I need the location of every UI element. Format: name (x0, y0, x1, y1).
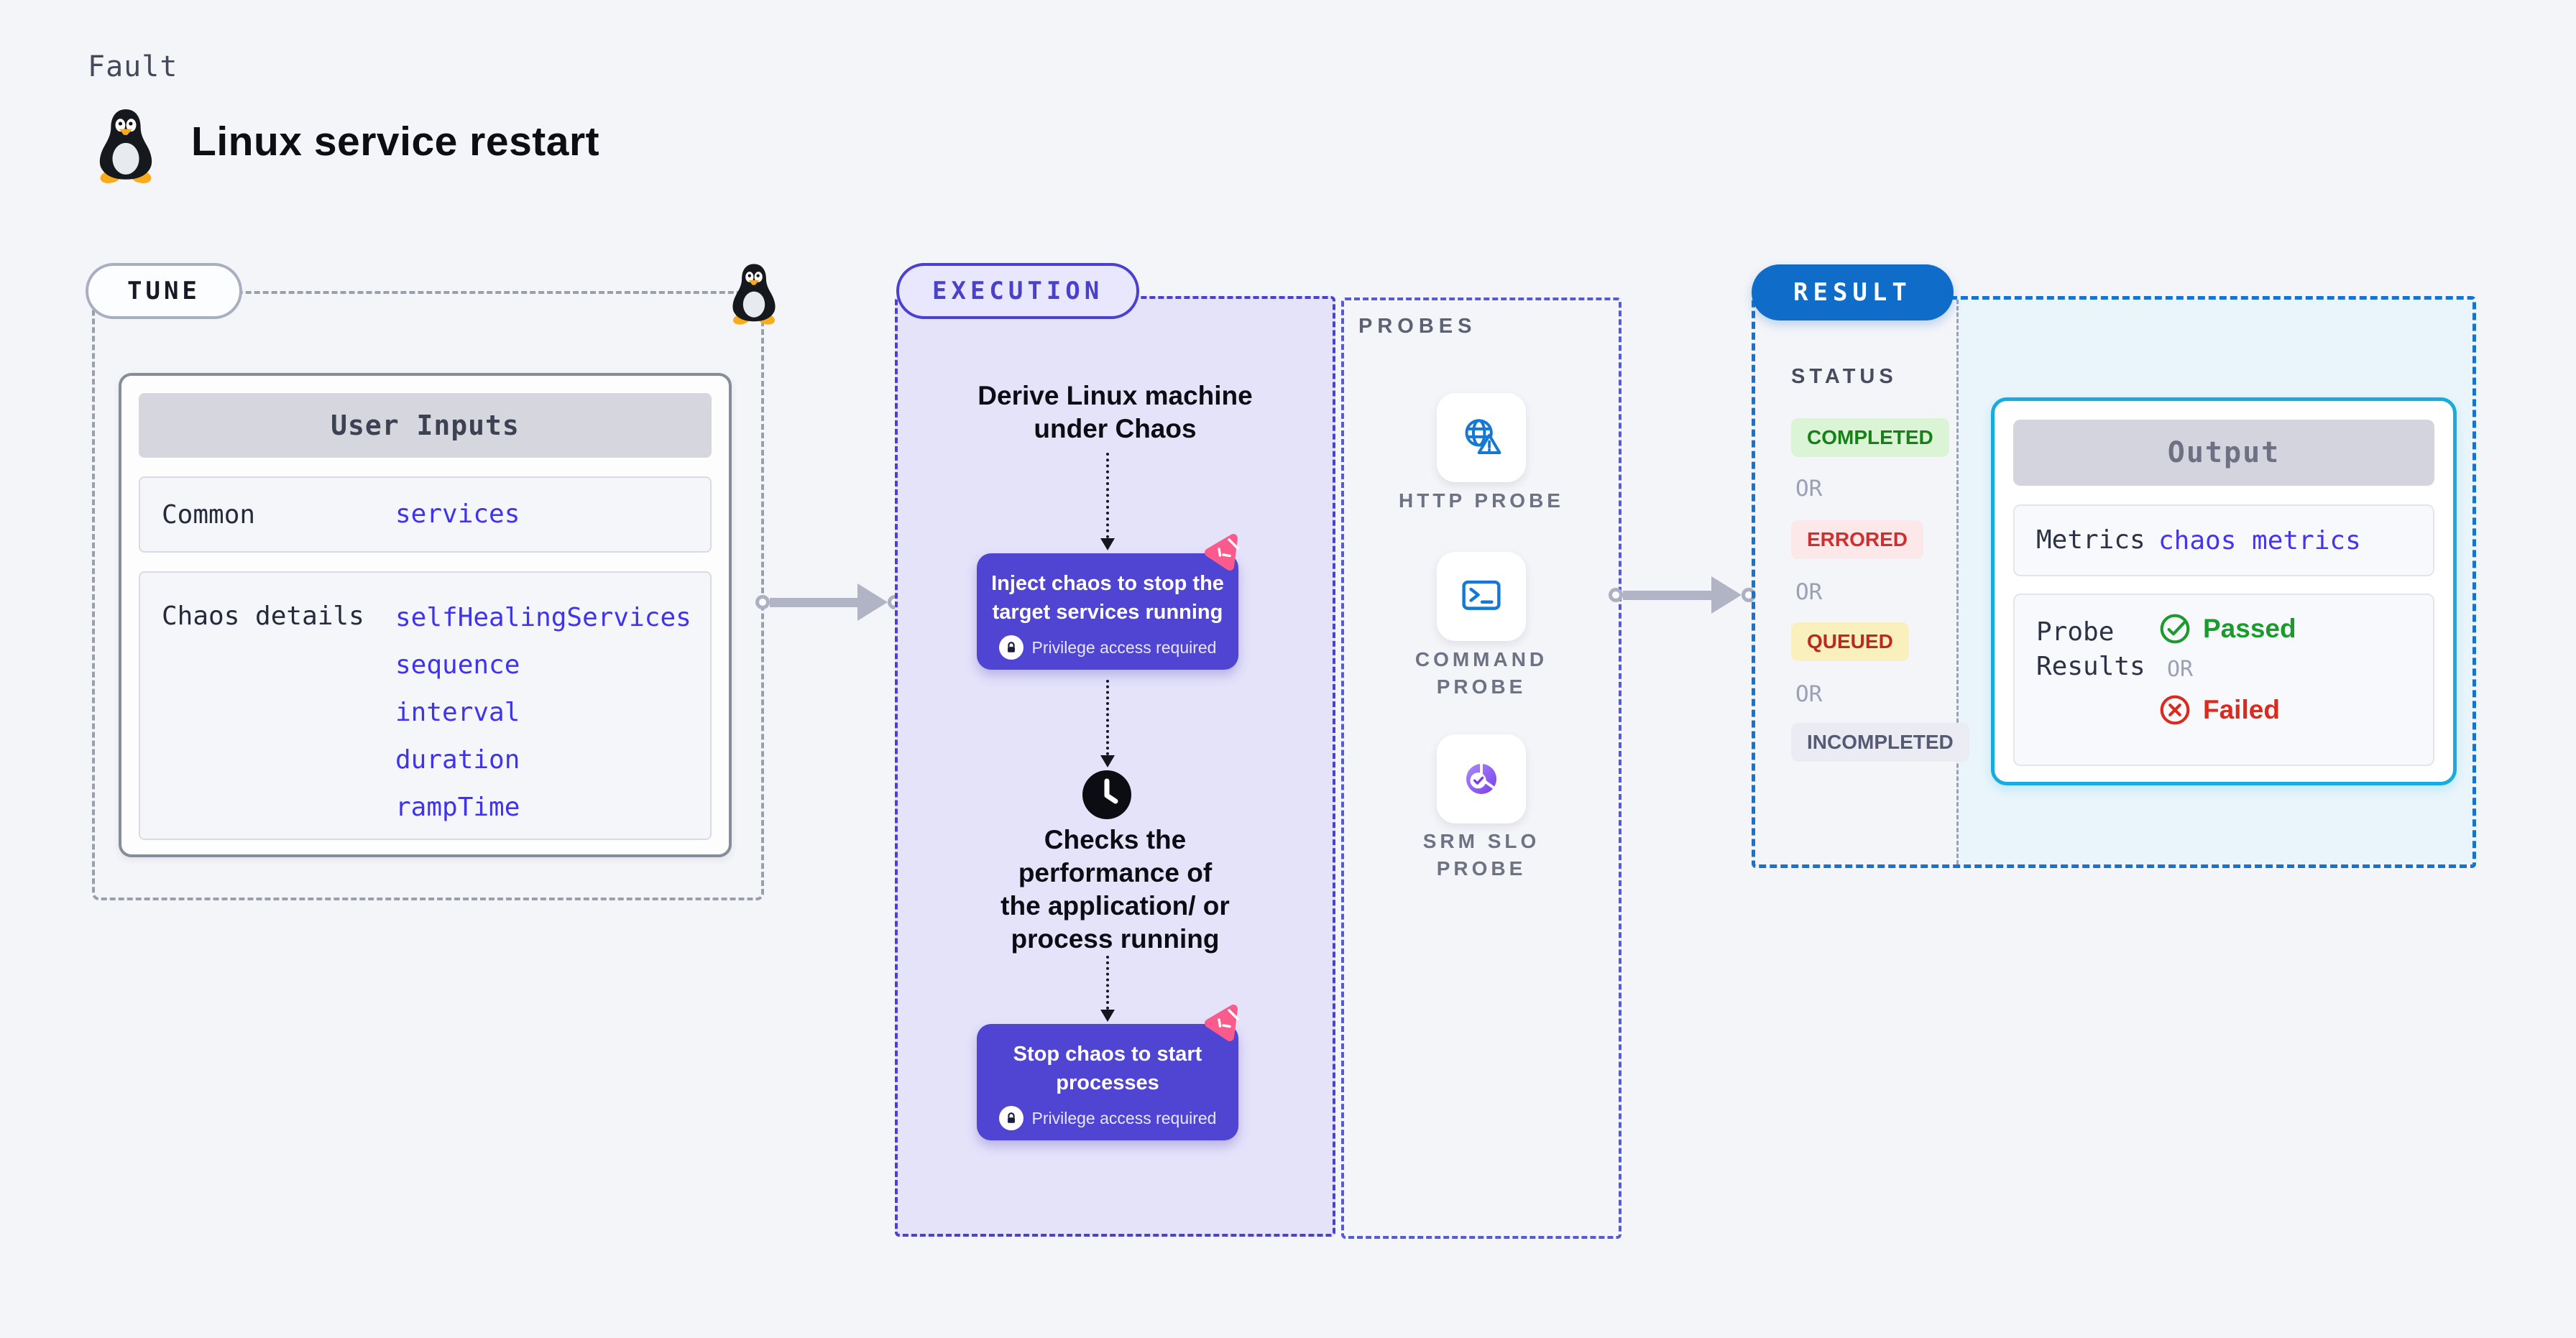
status-badge-completed: COMPLETED (1791, 418, 1949, 457)
probe-results-values: Passed OR Failed (2158, 595, 2296, 726)
output-card: Output Metrics chaos metrics Probe Resul… (1991, 397, 2457, 785)
clock-icon (1082, 770, 1131, 819)
input-value: sequence (395, 650, 520, 680)
failed-line: Failed (2158, 693, 2296, 726)
inject-chaos-step: Inject chaos to stop the target services… (977, 553, 1238, 670)
arrow-shaft (770, 597, 857, 607)
chaos-icon (1197, 1000, 1243, 1046)
privilege-note-text: Privilege access required (1031, 637, 1217, 657)
stop-chaos-step: Stop chaos to start processes Privilege … (977, 1024, 1238, 1140)
action-title: Inject chaos to stop the target services… (991, 572, 1224, 624)
arrow-head (1100, 538, 1115, 550)
privilege-note: Privilege access required (977, 635, 1238, 660)
status-output-divider (1956, 300, 1959, 864)
metrics-value: chaos metrics (2158, 525, 2361, 555)
lock-icon (998, 635, 1024, 660)
input-value: duration (395, 745, 520, 775)
lock-icon (998, 1106, 1024, 1130)
probes-section-label: PROBES (1358, 315, 1477, 338)
http-probe-label: HTTP PROBE (1399, 489, 1564, 512)
input-row-values: services (395, 491, 520, 538)
input-value: selfHealingServices (395, 603, 691, 632)
input-row-common: Common services (139, 476, 712, 553)
input-row-label: Common (162, 499, 256, 530)
page-title: Linux service restart (191, 119, 600, 165)
srm-slo-probe-label: SRM SLO PROBE (1422, 830, 1540, 880)
terminal-icon (1462, 580, 1501, 610)
or-separator: OR (1795, 579, 1823, 605)
or-separator: OR (1795, 681, 1823, 707)
slo-donut-icon (1466, 762, 1497, 795)
metrics-row: Metrics chaos metrics (2013, 504, 2434, 576)
input-value: rampTime (395, 793, 520, 822)
user-inputs-card: User Inputs Common services Chaos detail… (119, 373, 732, 857)
check-circle-icon (2160, 614, 2190, 644)
command-probe-card (1437, 552, 1526, 641)
action-title: Stop chaos to start processes (1013, 1043, 1202, 1094)
dotted-line (1106, 956, 1109, 1010)
http-probe-card (1437, 393, 1526, 482)
execution-badge: EXECUTION (896, 263, 1140, 319)
output-header: Output (2013, 420, 2434, 486)
execution-step-checks: Checks the performance of the applicatio… (1000, 825, 1230, 954)
input-row-values: selfHealingServices sequence interval du… (395, 573, 691, 831)
dotted-line (1106, 453, 1109, 538)
status-badge-incompleted: INCOMPLETED (1791, 723, 1969, 762)
dotted-line (1106, 680, 1109, 755)
input-row-label: Chaos details (162, 601, 364, 631)
input-value: interval (395, 698, 520, 727)
flow-connector (1100, 956, 1115, 1022)
passed-line: Passed (2158, 612, 2296, 645)
tux-penguin-icon (93, 106, 158, 185)
probes-to-result-arrow (1609, 576, 1756, 614)
or-separator: OR (2167, 657, 2194, 682)
command-probe-label: COMMAND PROBE (1414, 648, 1548, 698)
input-value: services (395, 499, 520, 529)
arrow-head (1711, 576, 1742, 614)
status-badge-errored: ERRORED (1791, 520, 1924, 559)
tune-to-execution-arrow (755, 583, 902, 621)
input-row-chaos-details: Chaos details selfHealingServices sequen… (139, 571, 712, 840)
arrow-head (857, 583, 888, 621)
execution-badge-label: EXECUTION (932, 277, 1104, 305)
tux-penguin-icon-small (727, 262, 781, 326)
metrics-label: Metrics (2036, 525, 2145, 555)
user-inputs-header: User Inputs (139, 393, 712, 458)
arrow-start-dot (755, 595, 770, 609)
srm-slo-probe-card (1437, 734, 1526, 823)
probe-results-row: Probe Results Passed OR Failed (2013, 594, 2434, 766)
fault-eyebrow: Fault (88, 50, 178, 83)
flow-connector (1100, 453, 1115, 550)
probe-results-label: Probe Results (2036, 617, 2145, 681)
status-column-label: STATUS (1791, 365, 1898, 388)
failed-label: Failed (2203, 695, 2280, 724)
probes-section (1341, 297, 1622, 1239)
arrow-shaft (1623, 590, 1711, 600)
chaos-icon (1197, 529, 1243, 575)
arrow-start-dot (1609, 588, 1623, 602)
arrow-head (1100, 755, 1115, 767)
x-circle-icon (2160, 695, 2190, 725)
privilege-note: Privilege access required (977, 1106, 1238, 1130)
status-badge-queued: QUEUED (1791, 622, 1909, 661)
arrow-head (1100, 1010, 1115, 1022)
tune-badge-label: TUNE (127, 277, 201, 305)
result-badge: RESULT (1752, 264, 1954, 320)
flow-connector (1100, 680, 1115, 767)
privilege-note-text: Privilege access required (1031, 1108, 1217, 1127)
or-separator: OR (1795, 476, 1823, 502)
tune-badge: TUNE (86, 263, 242, 319)
globe-alert-icon (1465, 419, 1501, 455)
result-badge-label: RESULT (1793, 278, 1912, 307)
passed-label: Passed (2203, 614, 2296, 643)
execution-step-derive: Derive Linux machine under Chaos (978, 381, 1253, 443)
